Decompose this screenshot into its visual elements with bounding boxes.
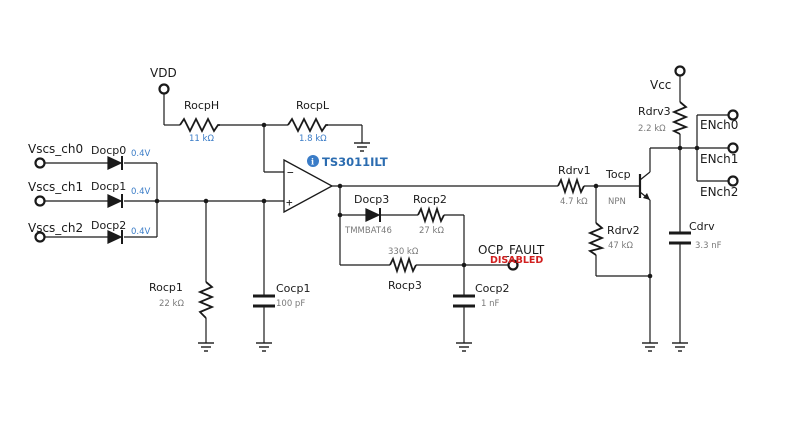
label-cocp2-value: 1 nF [481,299,499,309]
label-tocp-value: NPN [608,197,626,207]
net-label-vscs-ch2: Vscs_ch2 [28,221,83,235]
diode-docp0-symbol [107,156,123,170]
terminal-en-ch2[interactable] [727,175,739,187]
terminal-vscs-ch2[interactable] [34,231,46,243]
ground-icon [256,342,272,352]
label-rdrv3-value: 2.2 kΩ [638,124,666,134]
ground-icon [354,142,370,152]
terminal-vscs-ch0[interactable] [34,157,46,169]
net-label-en-ch2: ENch2 [700,185,738,199]
terminal-en-ch0[interactable] [727,109,739,121]
label-cdrv-value: 3.3 nF [695,241,722,251]
label-rocp2-name: Rocp2 [413,193,447,206]
net-label-vcc: Vcc [650,78,671,92]
resistor-rdrv2-symbol [587,222,605,256]
label-docp3-name: Docp3 [354,193,389,206]
transistor-tocp-symbol [638,171,651,201]
diode-docp2-symbol [107,230,123,244]
ground-icon [456,342,472,352]
resistor-rocp3-symbol [389,256,417,274]
opamp-label: i TS3011ILT [307,155,388,169]
terminals [34,65,739,271]
terminal-vcc[interactable] [674,65,686,77]
resistor-rocp2-symbol [417,206,445,224]
label-rocp2-value: 27 kΩ [419,226,444,236]
label-rocpl-name: RocpL [296,99,330,112]
label-docp0-value: 0.4V [131,149,151,159]
label-cocp2-name: Cocp2 [475,282,509,295]
terminal-vdd[interactable] [158,83,170,95]
label-rdrv3-name: Rdrv3 [638,105,671,118]
diode-docp1-symbol [107,194,123,208]
net-label-vscs-ch1: Vscs_ch1 [28,180,83,194]
label-rocph-value: 11 kΩ [189,134,214,144]
net-label-ocp-fault: OCP_FAULT [478,243,545,257]
terminal-en-ch1[interactable] [727,142,739,154]
diode-docp3-symbol [365,208,381,222]
ground-icon [672,342,688,352]
label-docp1-value: 0.4V [131,187,151,197]
resistor-rocp1-symbol [197,281,215,319]
ground-icon [198,342,214,352]
label-rocp1-name: Rocp1 [149,281,183,294]
ocp-fault-disabled-badge: DISABLED [490,255,543,266]
resistor-rdrv1-symbol [557,177,585,195]
net-label-vdd: VDD [150,66,177,80]
terminal-ocp-fault[interactable] [507,259,519,271]
label-docp0-name: Docp0 [91,144,126,157]
label-docp3-value: TMMBAT46 [344,226,392,236]
label-rocp3-name: Rocp3 [388,279,422,292]
net-label-en-ch0: ENch0 [700,118,738,132]
label-rocpl-value: 1.8 kΩ [299,134,327,144]
label-docp1-name: Docp1 [91,180,126,193]
ground-icon [642,342,658,352]
opamp-plus-sign: + [286,196,293,209]
label-docp2-value: 0.4V [131,227,151,237]
label-cdrv-name: Cdrv [689,220,715,233]
label-cocp1-value: 100 pF [276,299,305,309]
label-cocp1-name: Cocp1 [276,282,310,295]
ground-symbols [198,142,688,352]
label-rocph-name: RocpH [184,99,219,112]
label-rdrv2-name: Rdrv2 [607,224,640,237]
label-tocp-name: Tocp [605,168,631,181]
label-rdrv1-value: 4.7 kΩ [560,197,588,207]
label-docp2-name: Docp2 [91,219,126,232]
opamp-minus-sign: − [287,166,294,179]
opamp-part-name: TS3011ILT [322,155,388,169]
net-label-vscs-ch0: Vscs_ch0 [28,142,83,156]
capacitors [253,231,691,308]
resistor-rdrv3-symbol [671,101,689,135]
resistors [179,101,689,319]
label-rdrv2-value: 47 kΩ [608,241,633,251]
component-labels: Docp0 0.4V Docp1 0.4V Docp2 0.4V RocpH 1… [91,99,722,309]
label-rdrv1-name: Rdrv1 [558,164,591,177]
info-icon [307,155,319,167]
wires [44,76,729,343]
net-label-en-ch1: ENch1 [700,152,738,166]
junction-dots [154,122,700,279]
info-icon-glyph: i [311,157,314,167]
resistor-rocpl-symbol [287,116,328,134]
terminal-vscs-ch1[interactable] [34,195,46,207]
net-labels: Vscs_ch0 Vscs_ch1 Vscs_ch2 VDD Vcc ENch0… [28,66,738,266]
opamp-symbol: − + [283,158,334,214]
diodes [107,156,381,244]
label-rocp1-value: 22 kΩ [159,299,184,309]
label-rocp3-value: 330 kΩ [388,247,419,257]
resistor-rocph-symbol [179,116,220,134]
